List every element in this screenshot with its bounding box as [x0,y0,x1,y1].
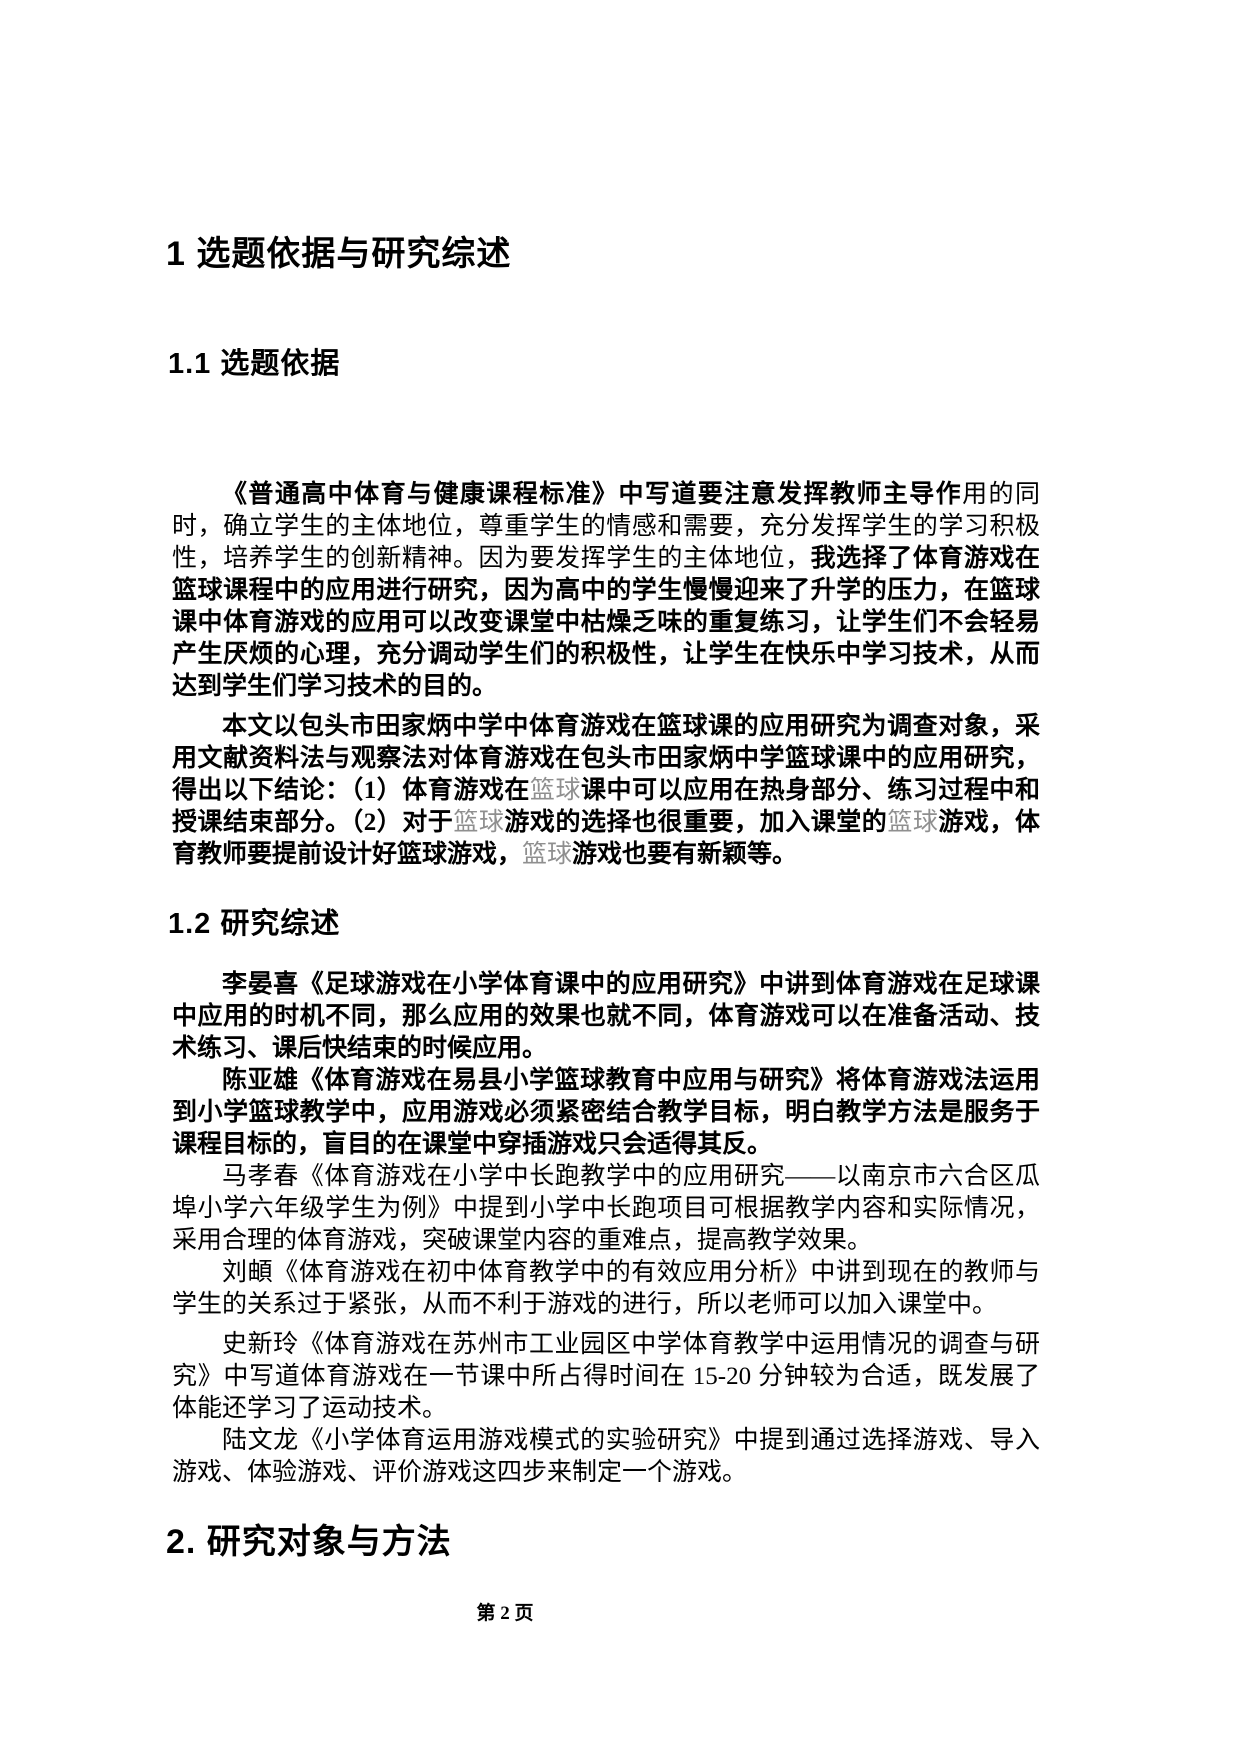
text-run: 陆文龙《小学体育运用游戏模式的实验研究》中提到通过选择游戏、导入游戏、体验游戏、… [172,1427,1040,1486]
paragraph-review-li-yanxi: 李晏喜《足球游戏在小学体育课中的应用研究》中讲到体育游戏在足球课中应用的时机不同… [172,969,1040,1065]
text-run: 游戏的选择也很重要，加入课堂的 [504,809,888,836]
subsection-heading-1-2: 1.2 研究综述 [168,908,341,940]
subsection-heading-1-1: 1.1 选题依据 [168,348,341,380]
text-run: 史新玲《体育游戏在苏州市工业园区中学体育教学中运用情况的调查与研究》中写道体育游… [172,1331,1040,1422]
paragraph-review-liu-di: 刘頔《体育游戏在初中体育教学中的有效应用分析》中讲到现在的教师与学生的关系过于紧… [172,1257,1040,1321]
page-number: 第 2 页 [476,1603,534,1624]
paragraph-review-lu-wenlong: 陆文龙《小学体育运用游戏模式的实验研究》中提到通过选择游戏、导入游戏、体验游戏、… [172,1425,1040,1489]
text-run: 用的同时，确立学生的主体地位，尊重学生的情感和需要，充分发挥学生的学习积极性，培… [172,481,1040,572]
text-run: 课中可以应用在热身部分、练习过程中和授课结束部分。（2）对于 [172,777,1040,836]
paragraph-review-ma-xiaochun: 马孝春《体育游戏在小学中长跑教学中的应用研究——以南京市六合区瓜埠小学六年级学生… [172,1161,1040,1257]
text-run: 篮球 [522,841,573,868]
text-run: 刘頔《体育游戏在初中体育教学中的有效应用分析》中讲到现在的教师与学生的关系过于紧… [172,1259,1040,1318]
section-heading-2: 2. 研究对象与方法 [166,1523,452,1561]
text-run: 篮球 [887,809,939,836]
text-run: 游戏也要有新颖等。 [572,841,798,868]
paragraph-topic-basis-2: 本文以包头市田家炳中学中体育游戏在篮球课的应用研究为调查对象，采用文献资料法与观… [172,711,1040,871]
text-run: 《普通高中体育与健康课程标准》中写道要注意发挥教师主导作 [222,481,963,508]
section-heading-1: 1 选题依据与研究综述 [166,235,512,273]
text-run: 本文以包头市田家炳中学中体育游戏在篮球课的应用研究为调查对象，采用文献资料法与观… [172,713,1040,804]
text-run: 游戏，体育教师要提前设计好篮球游戏， [172,809,1040,868]
text-run: 我选择了体育游戏在篮球课程中的应用进行研究，因为高中的学生慢慢迎来了升学的压力，… [172,545,1040,700]
paragraph-review-chen-yaxiong: 陈亚雄《体育游戏在易县小学篮球教育中应用与研究》将体育游戏法运用到小学篮球教学中… [172,1065,1040,1161]
paragraph-topic-basis-1: 《普通高中体育与健康课程标准》中写道要注意发挥教师主导作用的同时，确立学生的主体… [172,479,1040,703]
text-run: 李晏喜《足球游戏在小学体育课中的应用研究》中讲到体育游戏在足球课中应用的时机不同… [172,971,1040,1062]
paragraph-review-shi-xinling: 史新玲《体育游戏在苏州市工业园区中学体育教学中运用情况的调查与研究》中写道体育游… [172,1329,1040,1425]
text-run: 篮球 [453,809,505,836]
text-run: 陈亚雄《体育游戏在易县小学篮球教育中应用与研究》将体育游戏法运用到小学篮球教学中… [172,1067,1040,1158]
text-run: 篮球 [529,777,581,804]
text-run: 马孝春《体育游戏在小学中长跑教学中的应用研究——以南京市六合区瓜埠小学六年级学生… [172,1163,1040,1254]
